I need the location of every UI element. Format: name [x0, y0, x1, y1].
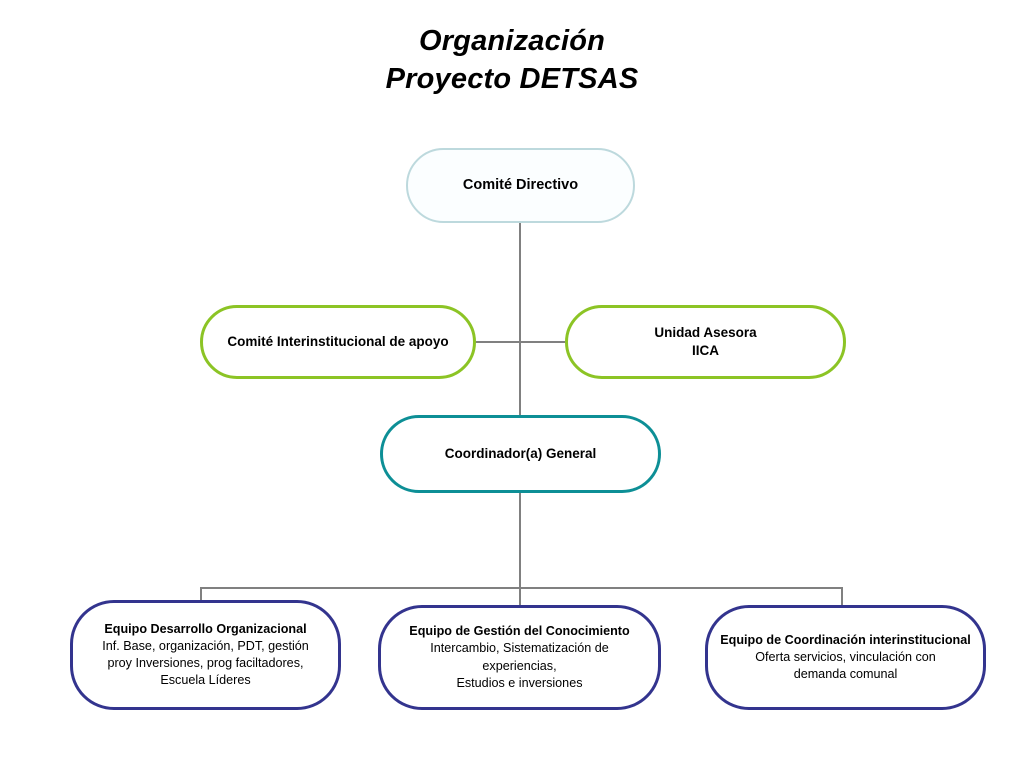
node-comite-interinstitucional-text: Comité Interinstitucional de apoyo [203, 333, 473, 351]
node-coordinador-general-text: Coordinador(a) General [383, 445, 658, 463]
node-comite-interinstitucional-label: Comité Interinstitucional de apoyo [227, 333, 449, 349]
node-comite-directivo-label: Comité Directivo [462, 176, 579, 193]
node-equipo-desarrollo-detail-line-1: Inf. Base, organización, PDT, gestión [102, 638, 309, 653]
node-equipo-desarrollo-detail-line-3: Escuela Líderes [160, 673, 251, 688]
node-unidad-asesora-text: Unidad Asesora IICA [568, 324, 843, 360]
node-equipo-desarrollo-organizacional[interactable]: Equipo Desarrollo Organizacional Inf. Ba… [70, 600, 341, 710]
node-comite-directivo[interactable]: Comité Directivo [406, 148, 635, 223]
page-title-line-2: Proyecto DETSAS [385, 63, 639, 96]
node-coordinador-general[interactable]: Coordinador(a) General [380, 415, 661, 493]
node-equipo-coordinacion-interinstitucional[interactable]: Equipo de Coordinación interinstituciona… [705, 605, 986, 710]
node-equipo-gestion-del-conocimiento[interactable]: Equipo de Gestión del Conocimiento Inter… [378, 605, 661, 710]
node-equipo-gestion-detail-line-1: Intercambio, Sistematización de experien… [430, 641, 609, 673]
node-comite-directivo-text: Comité Directivo [408, 176, 633, 195]
node-equipo-desarrollo-detail-line-2: proy Inversiones, prog faciltadores, [107, 656, 304, 670]
node-equipo-coordinacion-detail-line-2: demanda comunal [793, 667, 898, 682]
node-equipo-desarrollo-text: Equipo Desarrollo Organizacional Inf. Ba… [73, 621, 338, 690]
node-equipo-desarrollo-title: Equipo Desarrollo Organizacional [104, 621, 307, 636]
page-title: Organización Proyecto DETSAS [0, 22, 1024, 99]
node-comite-interinstitucional[interactable]: Comité Interinstitucional de apoyo [200, 305, 476, 379]
node-equipo-gestion-text: Equipo de Gestión del Conocimiento Inter… [381, 623, 658, 692]
page-title-line-1: Organización [418, 25, 606, 57]
node-unidad-asesora-label-line-2: IICA [692, 343, 719, 358]
node-unidad-asesora-label-line-1: Unidad Asesora [654, 324, 757, 340]
node-equipo-gestion-title: Equipo de Gestión del Conocimiento [409, 624, 630, 639]
node-unidad-asesora[interactable]: Unidad Asesora IICA [565, 305, 846, 379]
node-equipo-coordinacion-detail-line-1: Oferta servicios, vinculación con [755, 649, 936, 664]
node-coordinador-general-label: Coordinador(a) General [444, 445, 597, 461]
node-equipo-coordinacion-title: Equipo de Coordinación interinstituciona… [720, 632, 971, 647]
node-equipo-coordinacion-text: Equipo de Coordinación interinstituciona… [708, 632, 983, 683]
node-equipo-gestion-detail-line-2: Estudios e inversiones [456, 675, 583, 690]
